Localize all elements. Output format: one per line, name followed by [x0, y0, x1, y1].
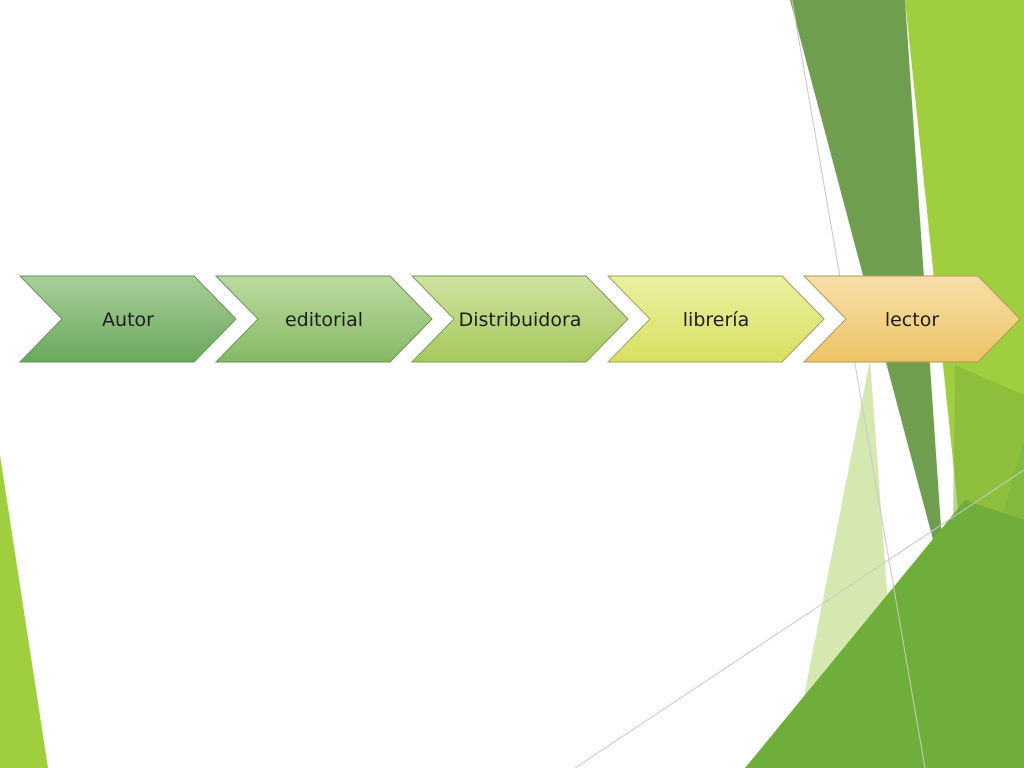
left-accent-sliver	[0, 455, 48, 768]
chevron-shape	[410, 275, 629, 363]
guide-line-2	[574, 469, 1024, 768]
step-label: Autor	[102, 309, 154, 331]
step-label: lector	[885, 309, 939, 331]
chevron-shape	[802, 275, 1021, 363]
step-label: Distribuidora	[459, 309, 582, 331]
chevron-shape	[18, 275, 237, 363]
process-step: Distribuidora	[410, 275, 629, 363]
chevron-shape	[606, 275, 825, 363]
step-label: editorial	[285, 309, 363, 331]
bottom-triangle-shape	[745, 500, 1024, 768]
process-step: lector	[802, 275, 1021, 363]
process-step: librería	[606, 275, 825, 363]
process-step: editorial	[214, 275, 433, 363]
chevron-shape	[214, 275, 433, 363]
step-label: librería	[683, 309, 749, 331]
guide-line-1	[791, 0, 926, 768]
process-step: Autor	[18, 275, 237, 363]
